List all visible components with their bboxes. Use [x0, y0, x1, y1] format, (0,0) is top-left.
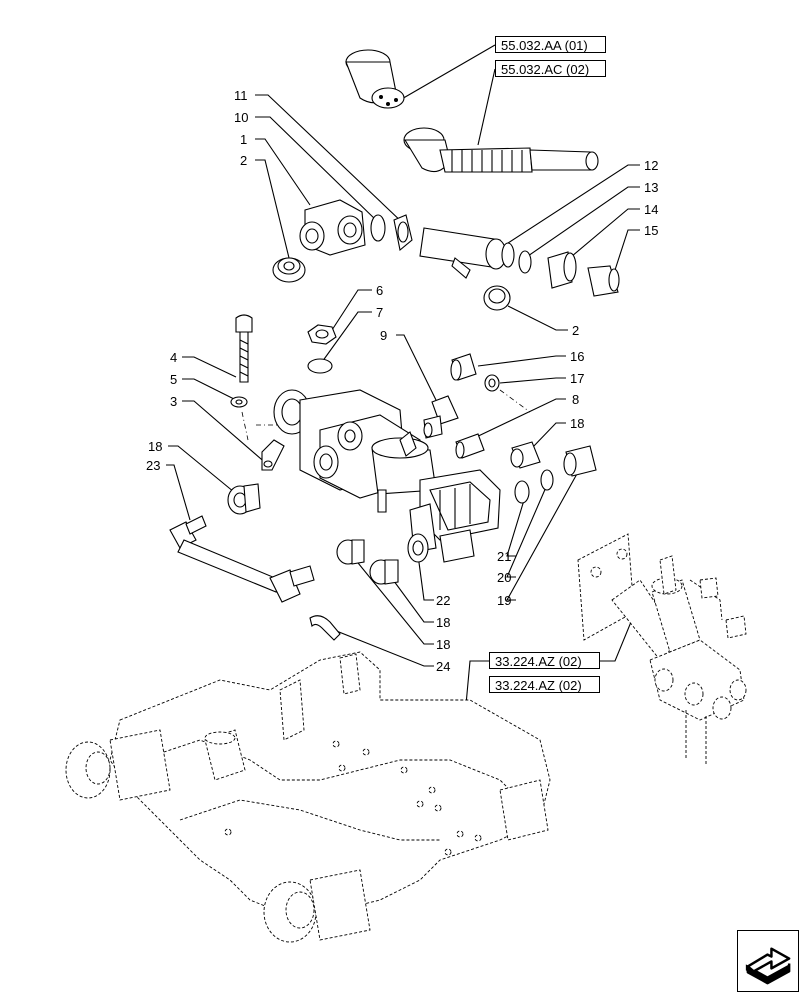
callout-9: 9	[380, 328, 387, 343]
reference-link-55-032-aa[interactable]: 55.032.AA (01)	[495, 36, 606, 53]
elbow-fitting-1	[299, 199, 366, 256]
plug-18-lower-a	[336, 539, 365, 565]
fitting-15	[587, 265, 620, 297]
callout-1: 1	[240, 132, 247, 147]
pipe-assembly-23	[169, 515, 315, 603]
callout-18-lower-a: 18	[436, 615, 450, 630]
callout-3: 3	[170, 394, 177, 409]
plug-2-right	[483, 285, 511, 311]
valve-body-assembly	[261, 389, 437, 513]
installed-valve-phantom	[577, 533, 747, 764]
reference-link-33-224-az-b[interactable]: 33.224.AZ (02)	[489, 676, 600, 693]
callout-24: 24	[436, 659, 450, 674]
reference-link-33-224-az-a[interactable]: 33.224.AZ (02)	[489, 652, 600, 669]
o-ring-20	[540, 469, 554, 491]
elbow-fitting-9	[423, 395, 459, 439]
fitting-16	[450, 353, 477, 381]
fitting-8	[455, 433, 485, 459]
washer-17	[484, 374, 500, 392]
arrow-glyph	[745, 947, 791, 985]
electrical-connector-01	[345, 49, 405, 109]
callout-14: 14	[644, 202, 658, 217]
callout-2-right: 2	[572, 323, 579, 338]
callout-6: 6	[376, 283, 383, 298]
plug-2-left	[272, 257, 306, 283]
leader-lines	[166, 44, 641, 771]
electrical-connector-harness-02	[403, 127, 599, 173]
nut-6	[307, 324, 337, 345]
callout-16: 16	[570, 349, 584, 364]
callout-4: 4	[170, 350, 177, 365]
next-page-arrow-icon[interactable]	[737, 930, 799, 992]
nut-11	[393, 214, 413, 252]
bolt-4	[235, 314, 253, 383]
callout-12: 12	[644, 158, 658, 173]
callout-5: 5	[170, 372, 177, 387]
callout-18-lower-b: 18	[436, 637, 450, 652]
callout-17: 17	[570, 371, 584, 386]
callout-15: 15	[644, 223, 658, 238]
o-ring-13	[518, 250, 532, 274]
callout-8: 8	[572, 392, 579, 407]
o-ring-12	[501, 242, 515, 268]
tube-fitting-center	[419, 227, 507, 279]
callout-10: 10	[234, 110, 248, 125]
callout-2-upper: 2	[240, 153, 247, 168]
callout-18-right: 18	[570, 416, 584, 431]
callout-11: 11	[234, 88, 248, 103]
clip-24	[309, 615, 341, 641]
plug-18-lower-b	[369, 559, 399, 585]
callout-numbers: 11 10 1 2 12 13 14 15 2 6 7 9 16 4 17 5 …	[146, 88, 658, 674]
adapter-14	[547, 251, 577, 289]
adapter-18-upper	[510, 441, 541, 469]
callout-18-left: 18	[148, 439, 162, 454]
reference-link-55-032-ac[interactable]: 55.032.AC (02)	[495, 60, 606, 77]
chassis-frame-phantom	[65, 651, 551, 943]
o-ring-10	[370, 214, 386, 242]
washer-5	[230, 396, 248, 408]
plug-18-left	[227, 483, 261, 515]
callout-23: 23	[146, 458, 160, 473]
o-ring-21	[514, 480, 530, 504]
plug-19	[563, 445, 597, 477]
solenoid-valve-22	[407, 469, 501, 563]
callout-7: 7	[376, 305, 383, 320]
callout-19: 19	[497, 593, 511, 608]
callout-22: 22	[436, 593, 450, 608]
callout-21: 21	[497, 549, 511, 564]
callout-13: 13	[644, 180, 658, 195]
callout-20: 20	[497, 570, 511, 585]
o-ring-7	[307, 358, 333, 374]
